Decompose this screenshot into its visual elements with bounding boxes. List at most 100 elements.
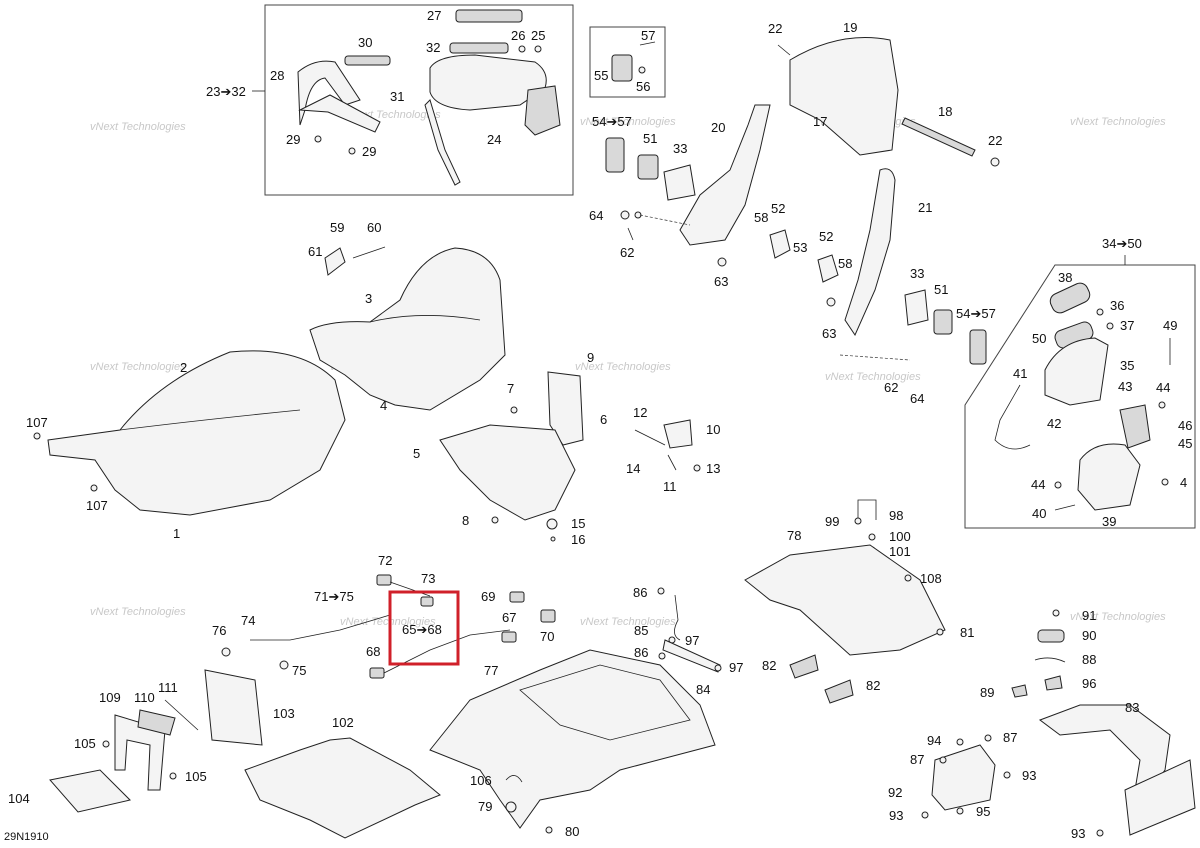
callout-57: 57 [641,28,655,43]
callout-105: 105 [74,736,96,751]
callout-19: 19 [843,20,857,35]
callout-40: 40 [1032,506,1046,521]
callout-102: 102 [332,715,354,730]
callout-45: 45 [1178,436,1192,451]
callout-103: 103 [273,706,295,721]
callout-54-57: 54➔57 [592,114,632,129]
grab-handle-assembly: 27 30 32 26 25 28 23➔32 31 24 29 29 [206,4,574,196]
callout-111: 111 [158,680,178,695]
callout-107: 107 [86,498,108,513]
group-box [264,4,574,196]
armrest-35 [1044,337,1109,406]
callout-79: 79 [478,799,492,814]
callout-52: 52 [819,229,833,244]
callout-101: 101 [889,544,911,559]
callout-68: 68 [366,644,380,659]
callout-44: 44 [1156,380,1170,395]
callout-69: 69 [481,589,495,604]
callout-56: 56 [636,79,650,94]
callout-82: 82 [866,678,880,693]
seat-base-5 [439,424,576,521]
callout-100: 100 [889,529,911,544]
callout-87: 87 [1003,730,1017,745]
callout-37: 37 [1120,318,1134,333]
callout-62: 62 [884,380,898,395]
callout-86: 86 [634,645,648,660]
callout-13: 13 [706,461,720,476]
callout-51: 51 [934,282,948,297]
callout-63: 63 [714,274,728,289]
backrest-19: 22 19 17 18 22 [768,20,1002,167]
callout-109: 109 [99,690,121,705]
callout-38: 38 [1058,270,1072,285]
cover-39 [1077,443,1141,511]
callout-31: 31 [390,89,404,104]
callout-26: 26 [511,28,525,43]
callout-99: 99 [825,514,839,529]
handle-24 [429,54,547,111]
callout-49: 49 [1163,318,1177,333]
callout-3: 3 [365,291,372,306]
callout-83: 83 [1125,700,1139,715]
callout-51: 51 [643,131,657,146]
bracket-20 [679,104,771,246]
callout-44: 44 [1031,477,1045,492]
callout-62: 62 [620,245,634,260]
callout-15: 15 [571,516,585,531]
callout-106: 106 [470,773,492,788]
callout-36: 36 [1110,298,1124,313]
plate-6 [547,371,584,446]
callout-73: 73 [421,571,435,586]
callout-64: 64 [589,208,603,223]
handle-28 [297,60,361,126]
panel-103 [204,669,263,746]
watermark: vNext Technologies [575,361,671,373]
callout-97: 97 [729,660,743,675]
callout-87: 87 [910,752,924,767]
rear-platform: 98 99 100 101 78 108 81 82 82 91 90 88 8… [744,499,1096,704]
callout-81: 81 [960,625,974,640]
rear-rack: 83 94 87 87 93 92 95 93 93 [888,700,1196,841]
callout-80: 80 [565,824,579,839]
callout-2: 2 [180,360,187,375]
callout-22: 22 [768,21,782,36]
group-box [964,264,1196,529]
callout-78: 78 [787,528,801,543]
callout-8: 8 [462,513,469,528]
grip-32 [449,42,509,54]
callout-105: 105 [185,769,207,784]
callout-75: 75 [292,663,306,678]
watermark: vNext Technologies [825,371,921,383]
seat-base: 9 6 7 5 12 10 14 13 11 8 15 16 [413,350,720,547]
callout-58: 58 [754,210,768,225]
watermark: vNext Technologies [90,361,186,373]
callout-93: 93 [889,808,903,823]
callout-25: 25 [531,28,545,43]
callout-107: 107 [26,415,48,430]
callout-32: 32 [426,40,440,55]
watermark: vNext Technologies [90,121,186,133]
callout-59: 59 [330,220,344,235]
callout-110: 110 [134,690,155,705]
watermark: vNext Technologies [90,606,186,618]
callout-42: 42 [1047,416,1061,431]
callout-33: 33 [673,141,687,156]
callout-41: 41 [1013,366,1027,381]
callout-61: 61 [308,244,322,259]
callout-46: 46 [1178,418,1192,433]
armrest-kit-34-50: 34➔50 38 36 37 50 49 35 41 43 44 42 46 4… [964,236,1196,529]
callout-12: 12 [633,405,647,420]
plate-92 [931,744,996,811]
callout-76: 76 [212,623,226,638]
callout-27: 27 [427,8,441,23]
callout-52: 52 [771,201,785,216]
callout-70: 70 [540,629,554,644]
callout-11: 11 [663,479,677,494]
callout-33: 33 [910,266,924,281]
callout-35: 35 [1120,358,1134,373]
bracket-31 [424,99,461,186]
callout-89: 89 [980,685,994,700]
callout-86: 86 [633,585,647,600]
callout-23-32: 23➔32 [206,84,246,99]
rack-83 [1038,704,1171,791]
